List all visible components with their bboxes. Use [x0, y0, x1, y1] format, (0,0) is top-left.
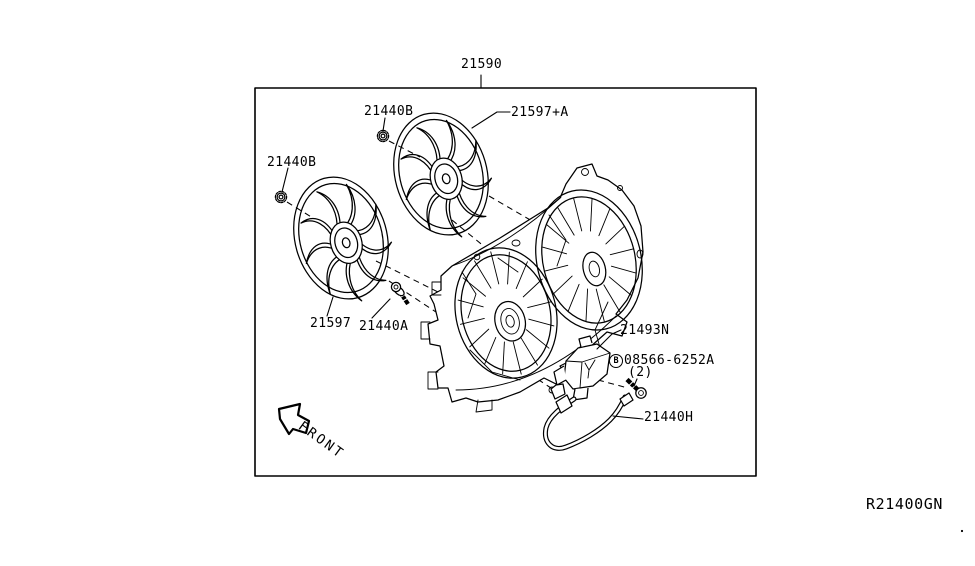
part-label-21440B-left: 21440B: [267, 155, 317, 170]
flange-nut-top-icon: [376, 129, 390, 143]
shroud-rib-lines: [452, 169, 643, 394]
fan-sub-assembly-drawing: [380, 101, 506, 251]
screw-prefix-badge: B: [609, 354, 623, 368]
bolt-icon: [391, 282, 408, 304]
part-label-21597A: 21597+A: [511, 105, 569, 120]
shroud-assembly-drawing: [421, 164, 650, 412]
front-arrow-icon: [279, 404, 309, 434]
part-label-21590: 21590: [461, 57, 503, 72]
fan-control-module-drawing: [551, 336, 610, 400]
part-quantity-label: (2): [628, 365, 653, 380]
leader-lines: [282, 75, 643, 419]
part-label-21493N: 21493N: [620, 323, 670, 338]
part-label-21440B-top: 21440B: [364, 104, 414, 119]
flange-nut-left-icon: [274, 190, 288, 204]
part-label-08566-6252A: 08566-6252A: [624, 353, 715, 368]
harness-drawing: [545, 393, 633, 448]
diagram-border-box: [255, 88, 756, 476]
screw-icon: [627, 380, 646, 399]
part-label-21440H: 21440H: [644, 410, 694, 425]
diagram-ref-code: R21400GN: [866, 495, 944, 513]
stray-dot: [960, 529, 964, 533]
front-fan-drawing: [280, 165, 406, 315]
part-label-21440A: 21440A: [359, 319, 409, 334]
part-label-21597: 21597: [310, 316, 352, 331]
